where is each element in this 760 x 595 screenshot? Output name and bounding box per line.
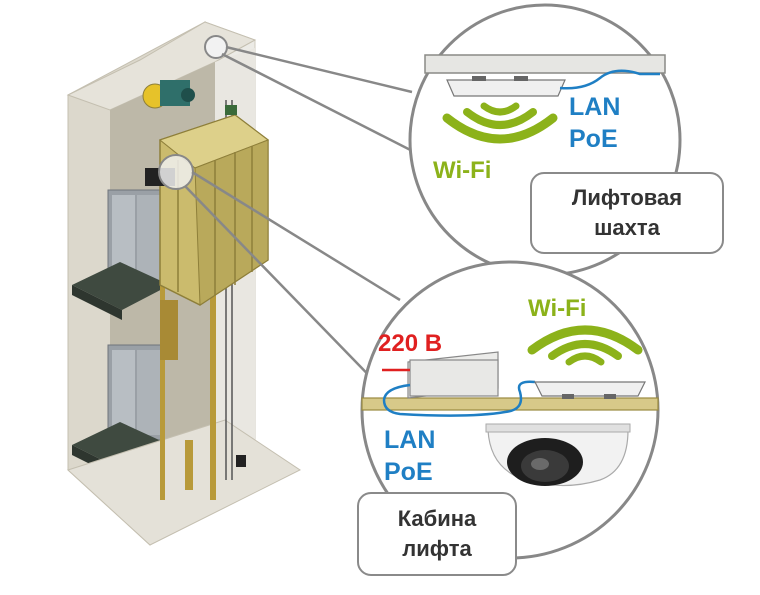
elevator-motor-icon	[142, 80, 195, 109]
wifi-signal-icon	[527, 325, 643, 366]
cabin-caption-box: Кабина лифта	[357, 492, 517, 576]
elevator-shaft-illustration	[66, 21, 301, 546]
wifi-access-point-icon	[446, 76, 566, 97]
cabin-caption-line1: Кабина	[397, 506, 477, 531]
lan-cable-line	[382, 380, 536, 417]
wifi-access-point-icon	[534, 381, 646, 399]
shaft-poe-label: PoE	[569, 125, 618, 153]
callout-connectors	[184, 45, 431, 396]
cabin-highlight-marker	[158, 154, 194, 190]
elevator-cabin	[158, 114, 270, 306]
power-supply-box-icon	[407, 351, 499, 399]
shaft-lan-label: LAN	[569, 93, 621, 121]
shaft-caption-line2: шахта	[594, 215, 660, 240]
cabin-caption-line2: лифта	[402, 536, 472, 561]
shaft-wifi-label: Wi-Fi	[433, 157, 492, 184]
cabin-voltage-label: 220 В	[378, 330, 443, 357]
shaft-caption-box: Лифтовая шахта	[530, 172, 724, 254]
cabin-poe-label: PoE	[384, 458, 433, 486]
shaft-caption-line1: Лифтовая	[571, 185, 683, 210]
cabin-callout	[360, 260, 660, 560]
cabin-wifi-label: Wi-Fi	[528, 295, 587, 322]
lan-cable-line	[559, 69, 660, 90]
cabin-lan-label: LAN	[384, 426, 436, 454]
dome-camera-icon	[485, 423, 631, 487]
wifi-signal-icon	[442, 102, 558, 144]
